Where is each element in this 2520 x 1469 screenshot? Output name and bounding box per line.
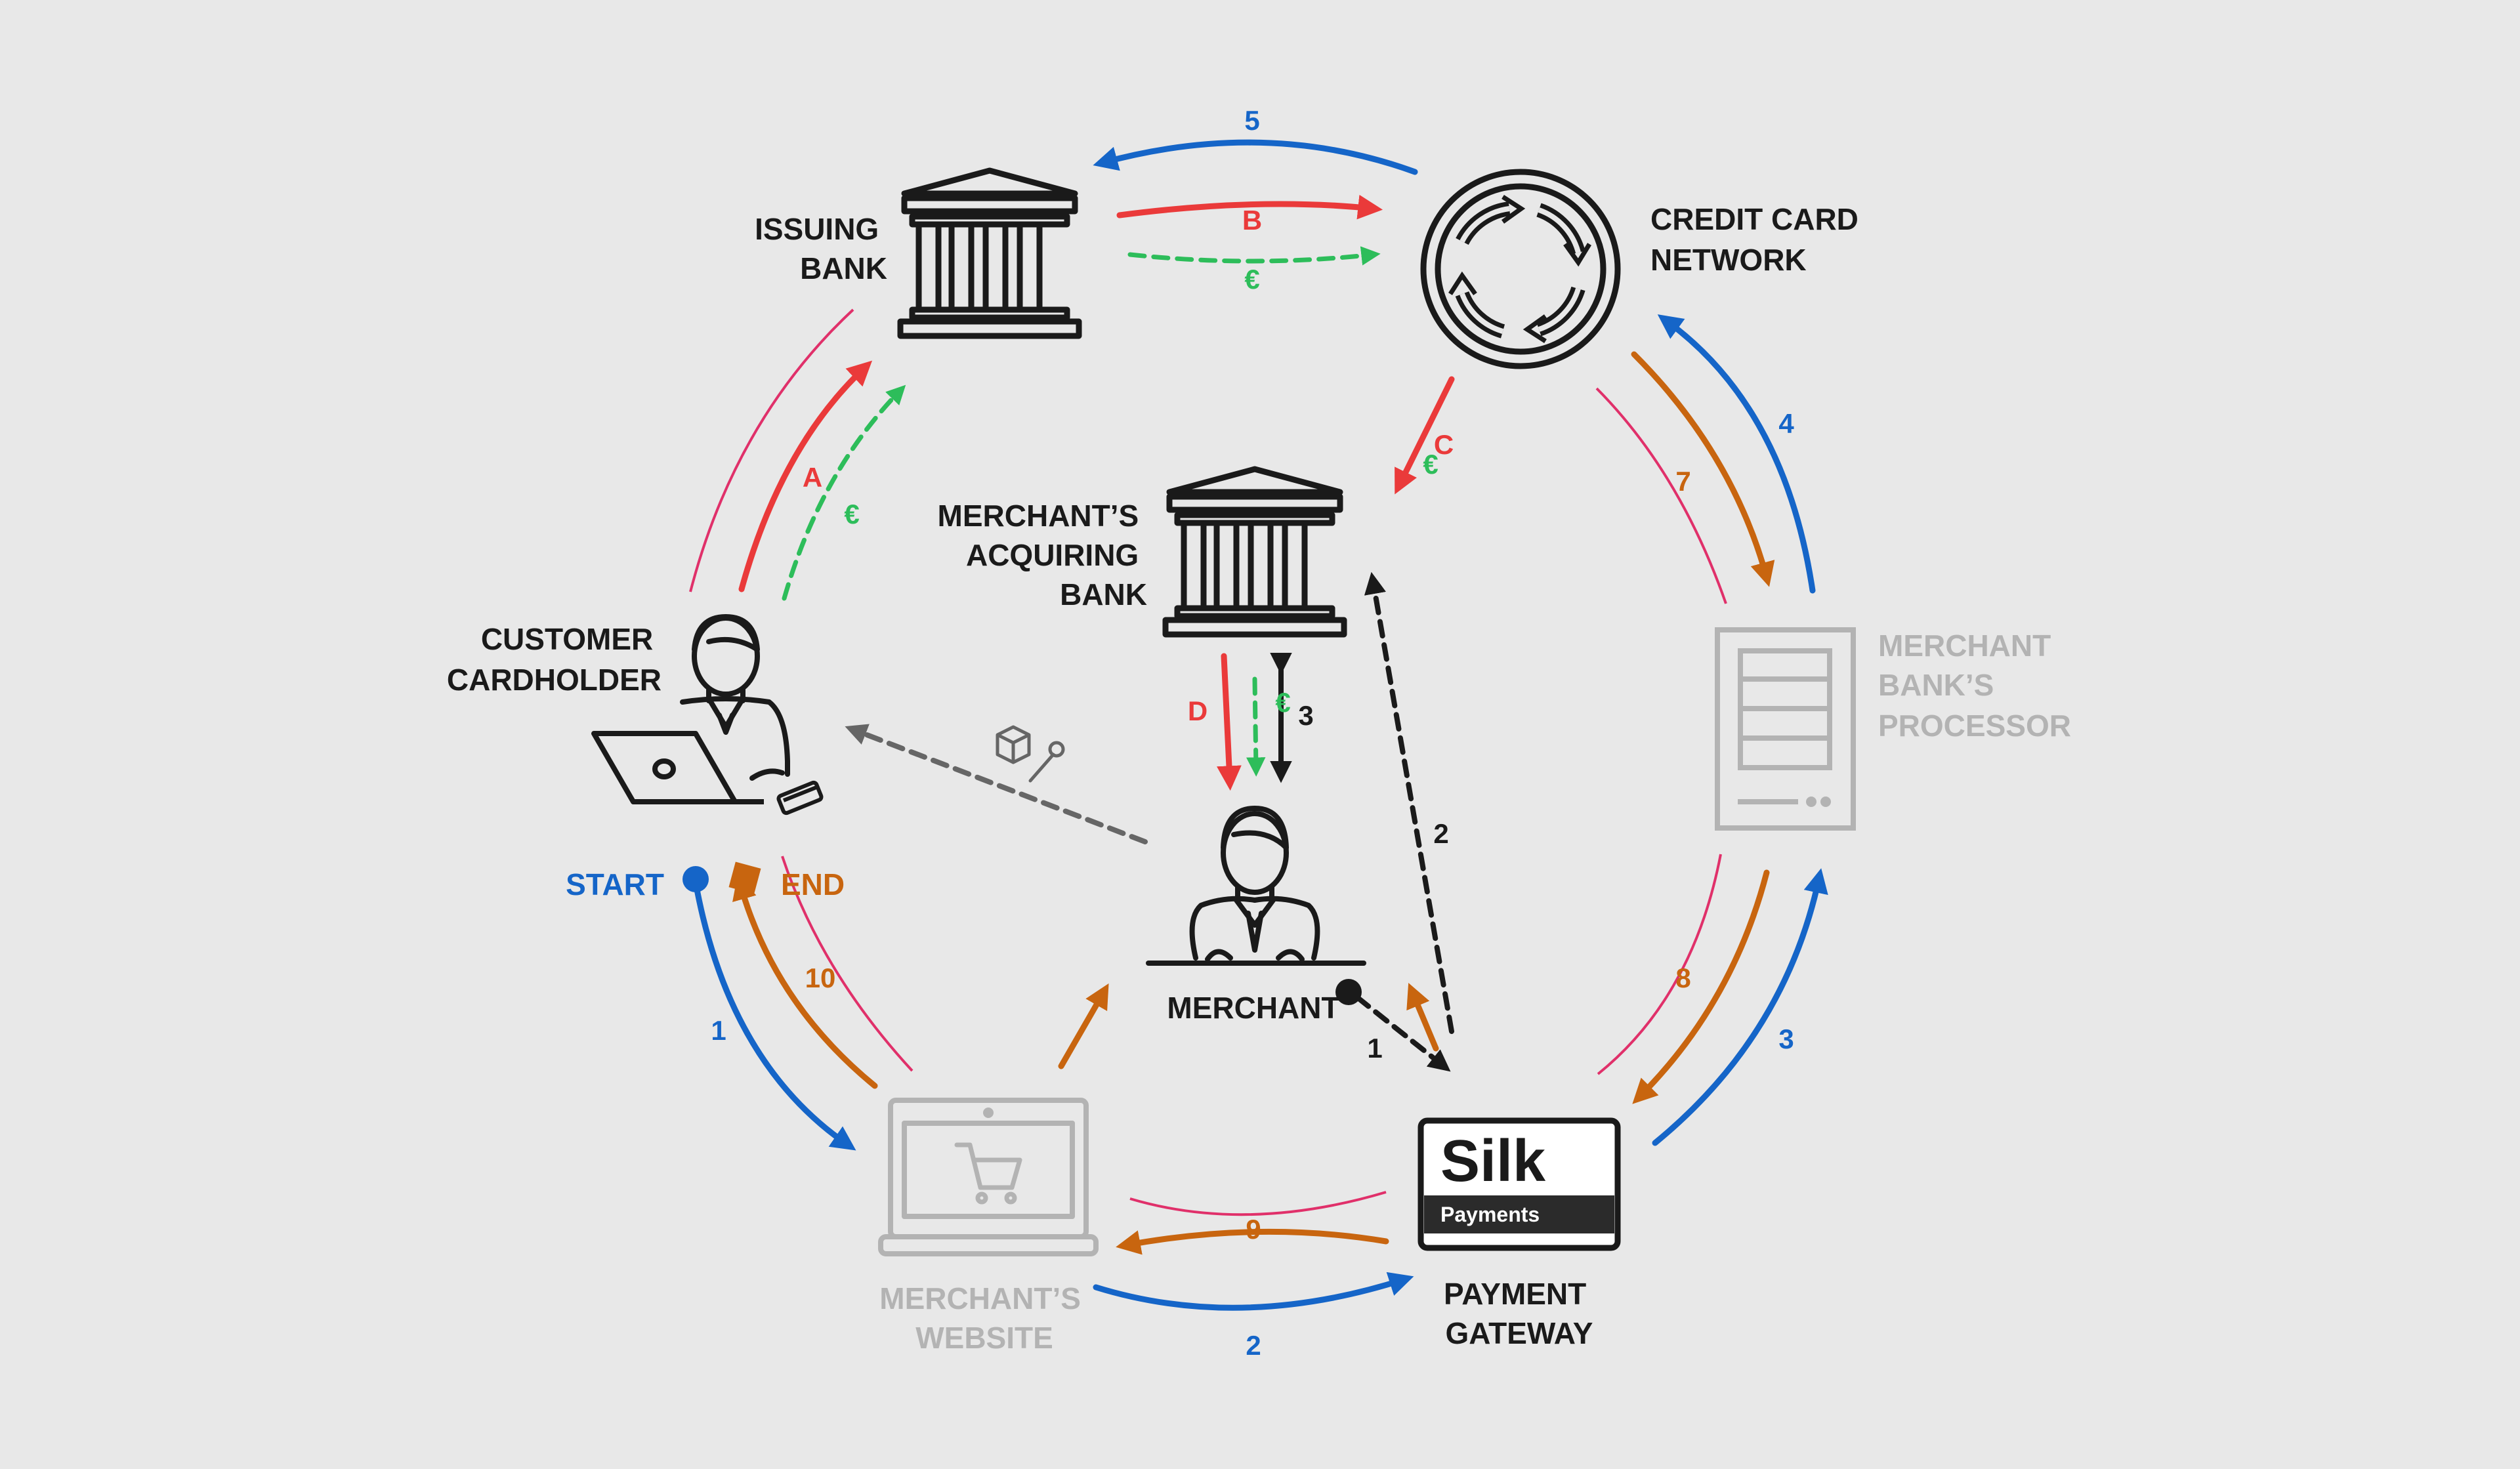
- arrow-step-3: [1652, 868, 1828, 1146]
- start-dot: [682, 866, 709, 892]
- blue-flow-group: [692, 139, 1828, 1311]
- dark-flow-group: [845, 571, 1454, 1072]
- end-label: END: [781, 867, 845, 901]
- step-label-1: 1: [711, 1015, 726, 1046]
- logo-subtitle: Payments: [1440, 1203, 1540, 1226]
- merchant-start-dot: [1335, 979, 1362, 1005]
- merchant-label: MERCHANT: [1167, 991, 1339, 1025]
- euro-label-network: €: [1423, 449, 1438, 480]
- step-label-acquiring-2: 2: [1433, 818, 1448, 849]
- cart-icon: [954, 1142, 1022, 1205]
- step-label-10: 10: [805, 962, 836, 993]
- step-label-4: 4: [1778, 408, 1794, 439]
- step-label-2: 2: [1246, 1330, 1261, 1361]
- card-icon: [776, 780, 824, 816]
- step-label-5: 5: [1244, 105, 1259, 136]
- arrow-step-5: [1093, 139, 1418, 175]
- bank-icon: [897, 167, 1082, 339]
- green-funds-group: [782, 246, 1381, 777]
- step-label-D: D: [1188, 695, 1208, 726]
- funds-arrow-customer-to-issuing: [782, 384, 906, 601]
- silk-payments-logo: Silk Payments: [1418, 1117, 1621, 1251]
- funds-arrow-acquiring-to-merchant: [1246, 676, 1266, 777]
- laptop-icon: [591, 731, 764, 804]
- package-icon: [996, 725, 1031, 764]
- processor-label: MERCHANT BANK’S PROCESSOR: [1878, 629, 2071, 743]
- acquiring-bank-label: MERCHANT’S ACQUIRING BANK: [938, 499, 1147, 611]
- end-square: [728, 861, 761, 894]
- issuing-bank-label: ISSUING BANK: [755, 212, 887, 285]
- pink-arc-right-lower: [1597, 854, 1722, 1075]
- pink-arc-group: [689, 308, 1727, 1216]
- arrow-step-B: [1116, 194, 1383, 220]
- step-label-B: B: [1242, 205, 1262, 236]
- acquiring-bank-icon: [1162, 466, 1347, 638]
- credit-card-network-label: CREDIT CARD NETWORK: [1650, 202, 1867, 277]
- gateway-label: PAYMENT GATEWAY: [1444, 1277, 1595, 1350]
- website-laptop-icon: [878, 1098, 1099, 1256]
- arrow-step-1: [692, 879, 856, 1151]
- orange-flow-group: [732, 351, 1775, 1255]
- customer-person-icon: [680, 614, 790, 781]
- arrow-merchant-to-gateway: [1354, 995, 1451, 1072]
- arrow-merchant-to-customer-delivery: [845, 724, 1148, 844]
- step-label-C: C: [1434, 429, 1454, 460]
- step-label-3: 3: [1778, 1024, 1794, 1054]
- merchant-person-icon: [1146, 806, 1366, 966]
- website-label: MERCHANT’S WEBSITE: [879, 1281, 1089, 1355]
- step-label-merchant-1: 1: [1367, 1033, 1382, 1064]
- euro-label-acquiring: €: [1275, 687, 1290, 718]
- funds-arrow-issuing-to-network: [1127, 246, 1381, 266]
- red-auth-group: [738, 194, 1455, 791]
- logo-wordmark: Silk: [1440, 1128, 1546, 1194]
- customer-label: CUSTOMER CARDHOLDER: [447, 622, 662, 697]
- arrow-step-10: [732, 875, 878, 1089]
- arrow-gateway-to-acquiring: [1364, 571, 1454, 1034]
- pink-arc-bottom: [1129, 1191, 1387, 1216]
- arrow-step-9: [1116, 1228, 1389, 1255]
- pink-arc-left-lower: [781, 856, 914, 1072]
- arrow-step-C: [1395, 376, 1455, 495]
- arrow-website-to-merchant: [1058, 983, 1109, 1069]
- arrow-step-2: [1093, 1272, 1414, 1311]
- step-label-8: 8: [1675, 962, 1690, 993]
- step-label-acquiring-3: 3: [1298, 700, 1313, 731]
- wrench-icon: [1028, 741, 1065, 783]
- start-label: START: [566, 867, 664, 901]
- arrow-step-A: [738, 360, 873, 592]
- arrow-gateway-to-merchant: [1406, 983, 1439, 1052]
- processor-terminal-icon: [1715, 627, 1856, 831]
- step-label-A: A: [803, 462, 822, 493]
- pink-arc-left-upper: [689, 308, 854, 592]
- euro-label-issuing: €: [1244, 264, 1259, 295]
- step-label-9: 9: [1246, 1214, 1261, 1245]
- arrow-step-4: [1657, 314, 1816, 594]
- step-label-7: 7: [1675, 466, 1690, 497]
- network-cycle-icon: [1420, 169, 1621, 369]
- arrow-step-8: [1632, 869, 1770, 1104]
- pink-arc-right-upper: [1595, 387, 1727, 604]
- arrow-step-7: [1631, 351, 1775, 587]
- euro-label-customer: €: [844, 499, 859, 529]
- arrow-step-D: [1217, 653, 1242, 791]
